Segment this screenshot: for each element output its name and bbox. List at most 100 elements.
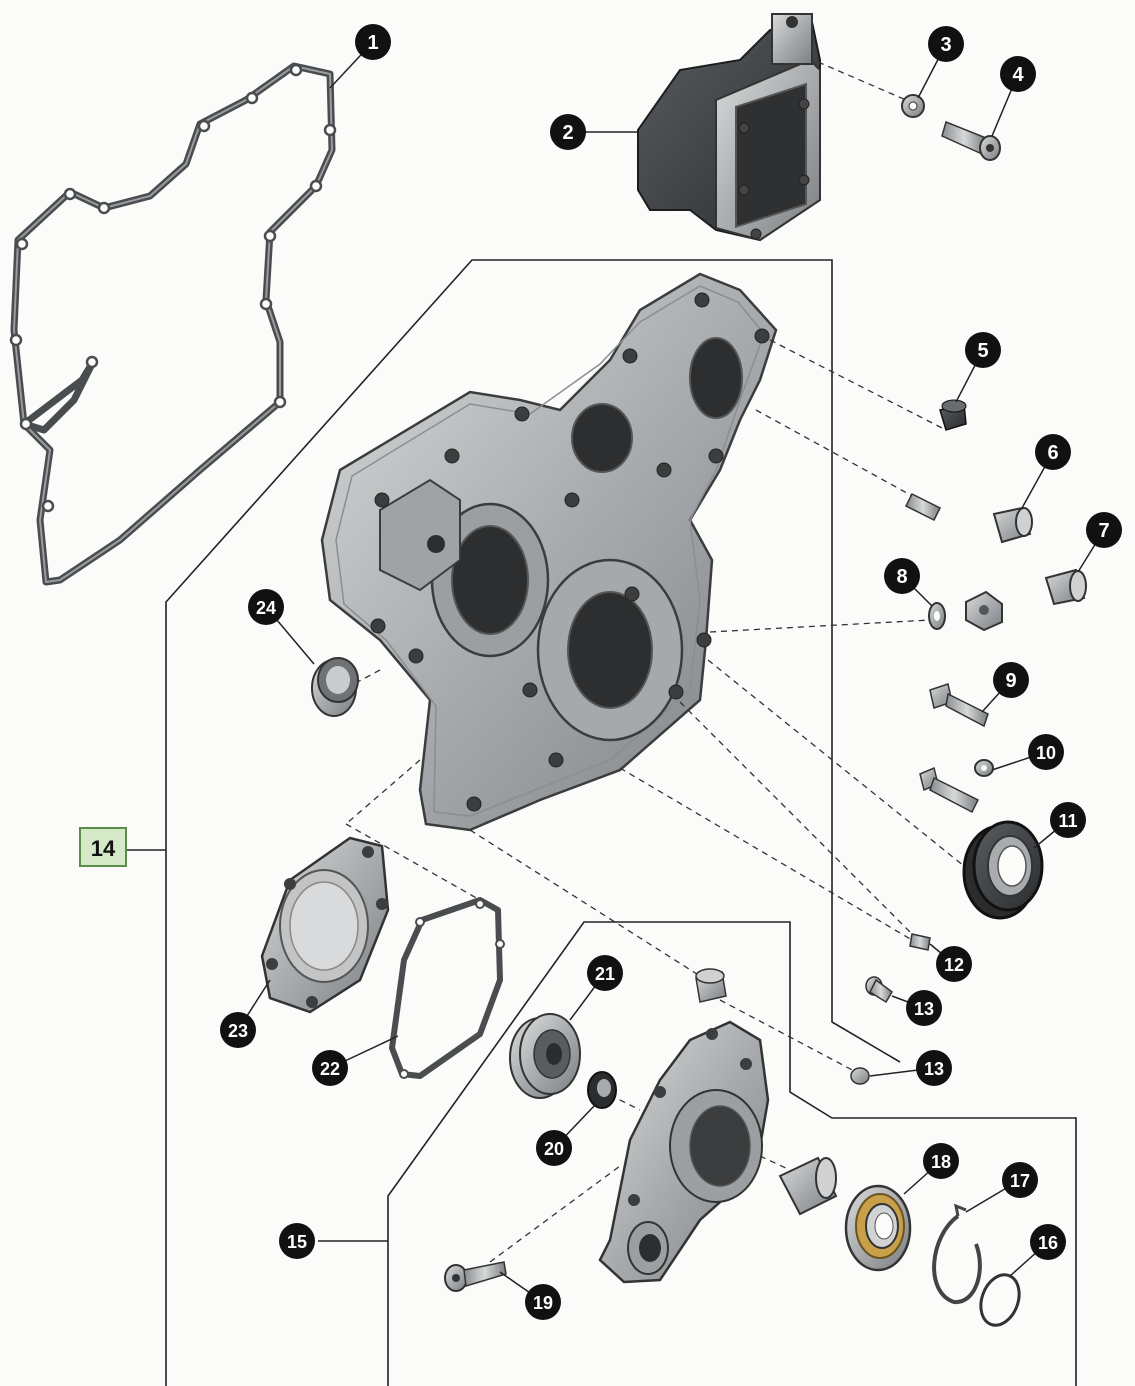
callout-circle (1028, 734, 1064, 770)
cup-plug[interactable] (311, 657, 359, 717)
callout-21[interactable]: 21 (587, 955, 623, 991)
screw-plug-a[interactable] (865, 976, 893, 1004)
callout-8[interactable]: 8 (884, 558, 920, 594)
callout-12[interactable]: 12 (936, 946, 972, 982)
bolt-9[interactable] (929, 683, 989, 728)
bushing-7[interactable] (1044, 568, 1087, 606)
assembly-box-14[interactable]: 14 (79, 827, 127, 867)
callout-13[interactable]: 13 (906, 990, 942, 1026)
callout-19[interactable]: 19 (525, 1284, 561, 1320)
front-cover-casting[interactable] (320, 272, 778, 832)
callout-17[interactable]: 17 (1002, 1162, 1038, 1198)
callout-label: 6 (1047, 442, 1058, 464)
callout-18[interactable]: 18 (923, 1143, 959, 1179)
callout-13[interactable]: 13 (916, 1050, 952, 1086)
callout-23[interactable]: 23 (220, 1012, 256, 1048)
plug[interactable] (939, 399, 967, 431)
callout-2[interactable]: 2 (550, 114, 586, 150)
callout-circle (965, 332, 1001, 368)
callout-label: 13 (914, 999, 934, 1019)
callout-label: 9 (1005, 670, 1016, 692)
drive-gear[interactable] (509, 1013, 581, 1099)
callout-9[interactable]: 9 (993, 662, 1029, 698)
callout-circle (1002, 1162, 1038, 1198)
callout-circle (279, 1223, 315, 1259)
callout-6[interactable]: 6 (1035, 434, 1071, 470)
callout-circle (550, 114, 586, 150)
callout-circle (587, 955, 623, 991)
callout-22[interactable]: 22 (312, 1050, 348, 1086)
callout-circle (916, 1050, 952, 1086)
callout-5[interactable]: 5 (965, 332, 1001, 368)
callout-circle (906, 990, 942, 1026)
dowel-sleeve[interactable] (904, 492, 942, 522)
callout-label: 10 (1036, 743, 1056, 763)
timing-cover-gasket[interactable] (9, 62, 337, 586)
callout-3[interactable]: 3 (928, 26, 964, 62)
callout-10[interactable]: 10 (1028, 734, 1064, 770)
seal[interactable] (587, 1071, 617, 1109)
pump-housing[interactable] (598, 1020, 770, 1284)
control-module[interactable] (637, 13, 821, 242)
callout-circle (884, 558, 920, 594)
cover-gasket[interactable] (389, 897, 505, 1079)
callout-label: 12 (944, 955, 964, 975)
callout-circle (220, 1012, 256, 1048)
assembly-15-bracket (318, 921, 1077, 1386)
o-ring[interactable] (974, 1269, 1026, 1330)
callout-label: 22 (320, 1059, 340, 1079)
dowel-pin[interactable] (909, 933, 931, 951)
callout-label: 11 (1058, 811, 1077, 831)
callout-label: 23 (228, 1021, 248, 1041)
cap-screw[interactable] (444, 1261, 507, 1292)
callout-circle (1030, 1224, 1066, 1260)
callout-circle (355, 24, 391, 60)
washer-and-nut[interactable] (928, 590, 1003, 632)
snap-ring[interactable] (932, 1203, 982, 1305)
callout-circle (1000, 56, 1036, 92)
callout-7[interactable]: 7 (1086, 512, 1122, 548)
sleeve-bushing[interactable] (695, 968, 727, 1003)
callout-circle (993, 662, 1029, 698)
callout-label: 21 (595, 964, 615, 984)
callout-label: 15 (287, 1232, 307, 1252)
oil-seal[interactable] (962, 820, 1044, 920)
ball-bearing[interactable] (844, 1184, 912, 1272)
callout-label: 1 (367, 32, 378, 54)
washer[interactable] (901, 94, 925, 118)
callout-label: 2 (562, 122, 573, 144)
callout-circle (1050, 802, 1086, 838)
callout-label: 3 (940, 34, 951, 56)
callout-label: 24 (256, 598, 276, 618)
roller-bushing[interactable] (778, 1156, 838, 1216)
bushing-6[interactable] (992, 506, 1033, 544)
bolt-10[interactable] (919, 759, 994, 814)
callout-label: 8 (896, 566, 907, 588)
callout-label: 19 (533, 1293, 553, 1313)
callout-label: 16 (1038, 1233, 1058, 1253)
callout-circle (536, 1130, 572, 1166)
callout-label: 17 (1010, 1171, 1030, 1191)
screw-plug-b[interactable] (850, 1067, 870, 1085)
callout-circle (312, 1050, 348, 1086)
callout-1[interactable]: 1 (355, 24, 391, 60)
callout-label: 5 (977, 340, 988, 362)
assembly-dashed-lines (345, 61, 965, 1263)
callout-24[interactable]: 24 (248, 589, 284, 625)
callout-label: 4 (1012, 64, 1024, 86)
callout-circle (936, 946, 972, 982)
callout-16[interactable]: 16 (1030, 1224, 1066, 1260)
assembly-14-bracket (126, 259, 901, 1386)
callout-label: 7 (1098, 520, 1109, 542)
callout-15[interactable]: 15 (279, 1223, 315, 1259)
socket-head-screw[interactable] (941, 120, 1001, 161)
callout-20[interactable]: 20 (536, 1130, 572, 1166)
callout-label: 18 (931, 1152, 951, 1172)
callout-4[interactable]: 4 (1000, 56, 1036, 92)
callout-11[interactable]: 11 (1050, 802, 1086, 838)
callout-label: 13 (924, 1059, 944, 1079)
cover-plate[interactable] (260, 836, 390, 1014)
assembly-box-label: 14 (91, 836, 116, 861)
